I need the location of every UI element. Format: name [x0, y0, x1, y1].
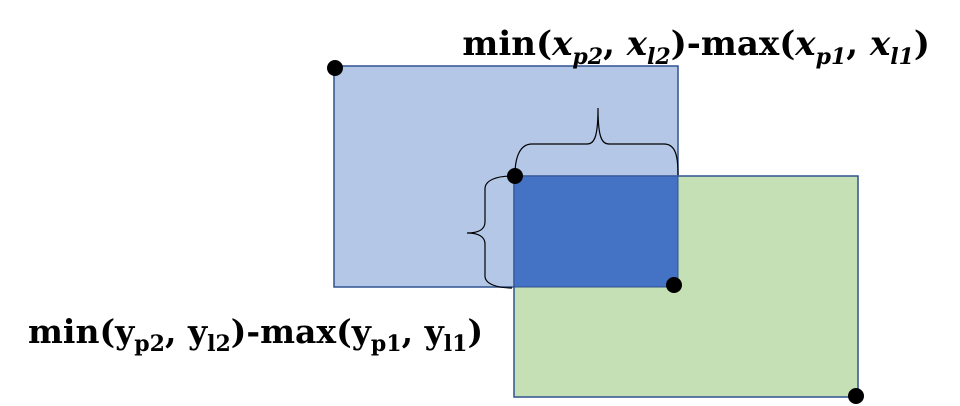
pred-bottom-right-point	[666, 277, 682, 293]
pred-top-left-point	[327, 60, 343, 76]
horizontal-brace	[514, 107, 679, 176]
label-top-left-point	[507, 168, 523, 184]
vertical-brace	[466, 175, 513, 289]
label-bottom-right-point	[848, 388, 864, 404]
width-formula: min(xp2, xl2)-max(xp1, xl1)	[462, 24, 930, 70]
intersection-area	[513, 175, 679, 288]
height-formula: min(yp2, yl2)-max(yp1, yl1)	[28, 312, 483, 357]
